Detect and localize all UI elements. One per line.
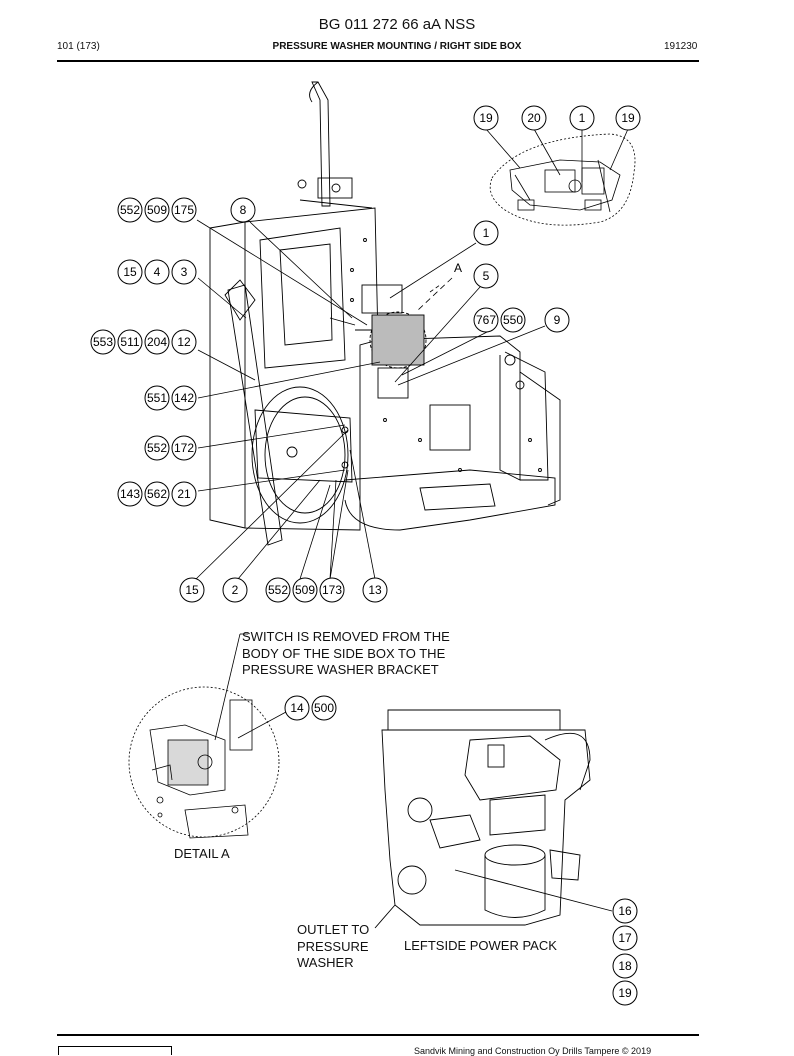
svg-text:204: 204 — [147, 335, 167, 349]
svg-text:15: 15 — [185, 583, 199, 597]
svg-text:19: 19 — [618, 986, 632, 1000]
switch-note-line2: BODY OF THE SIDE BOX TO THE — [242, 645, 446, 661]
svg-text:552: 552 — [147, 441, 167, 455]
svg-text:8: 8 — [240, 203, 247, 217]
outlet-note-line1: OUTLET TO — [297, 922, 370, 937]
svg-text:19: 19 — [479, 111, 493, 125]
switch-note-line1: SWITCH IS REMOVED FROM THE — [242, 629, 450, 644]
header-rule — [57, 60, 699, 62]
callout-551-142: 551 142 — [144, 385, 197, 411]
callout-20: 20 — [521, 105, 547, 131]
svg-text:551: 551 — [147, 391, 167, 405]
callout-19a: 19 — [473, 105, 499, 131]
page-number: 101 (173) — [57, 41, 100, 52]
leader-lines — [195, 128, 629, 580]
callout-552-509-175: 552 509 175 — [117, 197, 197, 223]
svg-text:509: 509 — [295, 583, 315, 597]
svg-text:552: 552 — [268, 583, 288, 597]
svg-text:3: 3 — [181, 265, 188, 279]
svg-text:509: 509 — [147, 203, 167, 217]
power-pack-caption: LEFTSIDE POWER PACK — [404, 938, 557, 953]
svg-text:20: 20 — [527, 111, 541, 125]
svg-text:767: 767 — [476, 313, 496, 327]
callout-9: 9 — [544, 307, 570, 333]
top-detail-view — [489, 133, 636, 226]
callout-143-562-21: 143 562 21 — [117, 481, 197, 507]
callout-15-bottom: 15 — [179, 577, 205, 603]
callout-1a: 1 — [569, 105, 595, 131]
callout-5: 5 — [473, 263, 499, 289]
svg-text:553: 553 — [93, 335, 113, 349]
svg-text:1: 1 — [579, 111, 586, 125]
callout-553-511-204-12: 553 511 204 12 — [90, 329, 197, 355]
svg-text:12: 12 — [177, 335, 191, 349]
switch-note: SWITCH IS REMOVED FROM THE BODY OF THE S… — [242, 629, 450, 679]
document-number: BG 011 272 66 aA NSS — [318, 16, 476, 33]
svg-text:552: 552 — [120, 203, 140, 217]
callout-1: 1 — [473, 220, 499, 246]
brand-logo — [58, 1046, 172, 1055]
callout-16-17-18-19: 16 17 18 19 — [612, 898, 638, 1006]
svg-text:16: 16 — [618, 904, 632, 918]
svg-text:142: 142 — [174, 391, 194, 405]
callout-767-550: 767 550 — [473, 307, 526, 333]
svg-text:173: 173 — [322, 583, 342, 597]
outlet-note-line3: WASHER — [297, 955, 354, 970]
svg-text:562: 562 — [147, 487, 167, 501]
outlet-note-line2: PRESSURE — [297, 938, 369, 954]
outlet-note: OUTLET TO PRESSURE WASHER — [297, 922, 369, 972]
svg-text:143: 143 — [120, 487, 140, 501]
svg-text:21: 21 — [177, 487, 191, 501]
svg-text:511: 511 — [120, 335, 139, 349]
svg-text:15: 15 — [123, 265, 137, 279]
detail-label-a: A — [454, 261, 462, 275]
svg-text:2: 2 — [232, 583, 239, 597]
switch-note-line3: PRESSURE WASHER BRACKET — [242, 662, 439, 677]
power-pack-view — [374, 709, 613, 929]
svg-text:14: 14 — [290, 701, 304, 715]
callout-19b: 19 — [615, 105, 641, 131]
callout-14-500: 14 500 — [284, 695, 337, 721]
svg-text:18: 18 — [618, 959, 632, 973]
callout-8: 8 — [230, 197, 256, 223]
callout-552-172: 552 172 — [144, 435, 197, 461]
callout-2: 2 — [222, 577, 248, 603]
revision-date: 191230 — [664, 41, 698, 52]
svg-text:4: 4 — [154, 265, 161, 279]
detail-a-caption: DETAIL A — [174, 846, 230, 861]
svg-text:5: 5 — [483, 269, 490, 283]
footer-copyright: Sandvik Mining and Construction Oy Drill… — [414, 1046, 652, 1056]
svg-text:19: 19 — [621, 111, 635, 125]
svg-text:1: 1 — [483, 226, 490, 240]
page-title: PRESSURE WASHER MOUNTING / RIGHT SIDE BO… — [272, 41, 522, 52]
svg-text:17: 17 — [618, 931, 632, 945]
svg-text:9: 9 — [554, 313, 561, 327]
side-box-drawing — [209, 81, 561, 546]
detail-a-view — [128, 633, 287, 839]
svg-text:172: 172 — [174, 441, 194, 455]
callout-13: 13 — [362, 577, 388, 603]
svg-text:175: 175 — [174, 203, 194, 217]
svg-text:13: 13 — [368, 583, 382, 597]
callout-15-4-3: 15 4 3 — [117, 259, 197, 285]
svg-text:500: 500 — [314, 701, 334, 715]
footer-rule — [57, 1034, 699, 1036]
svg-text:550: 550 — [503, 313, 523, 327]
callout-552-509-173: 552 509 173 — [265, 577, 345, 603]
